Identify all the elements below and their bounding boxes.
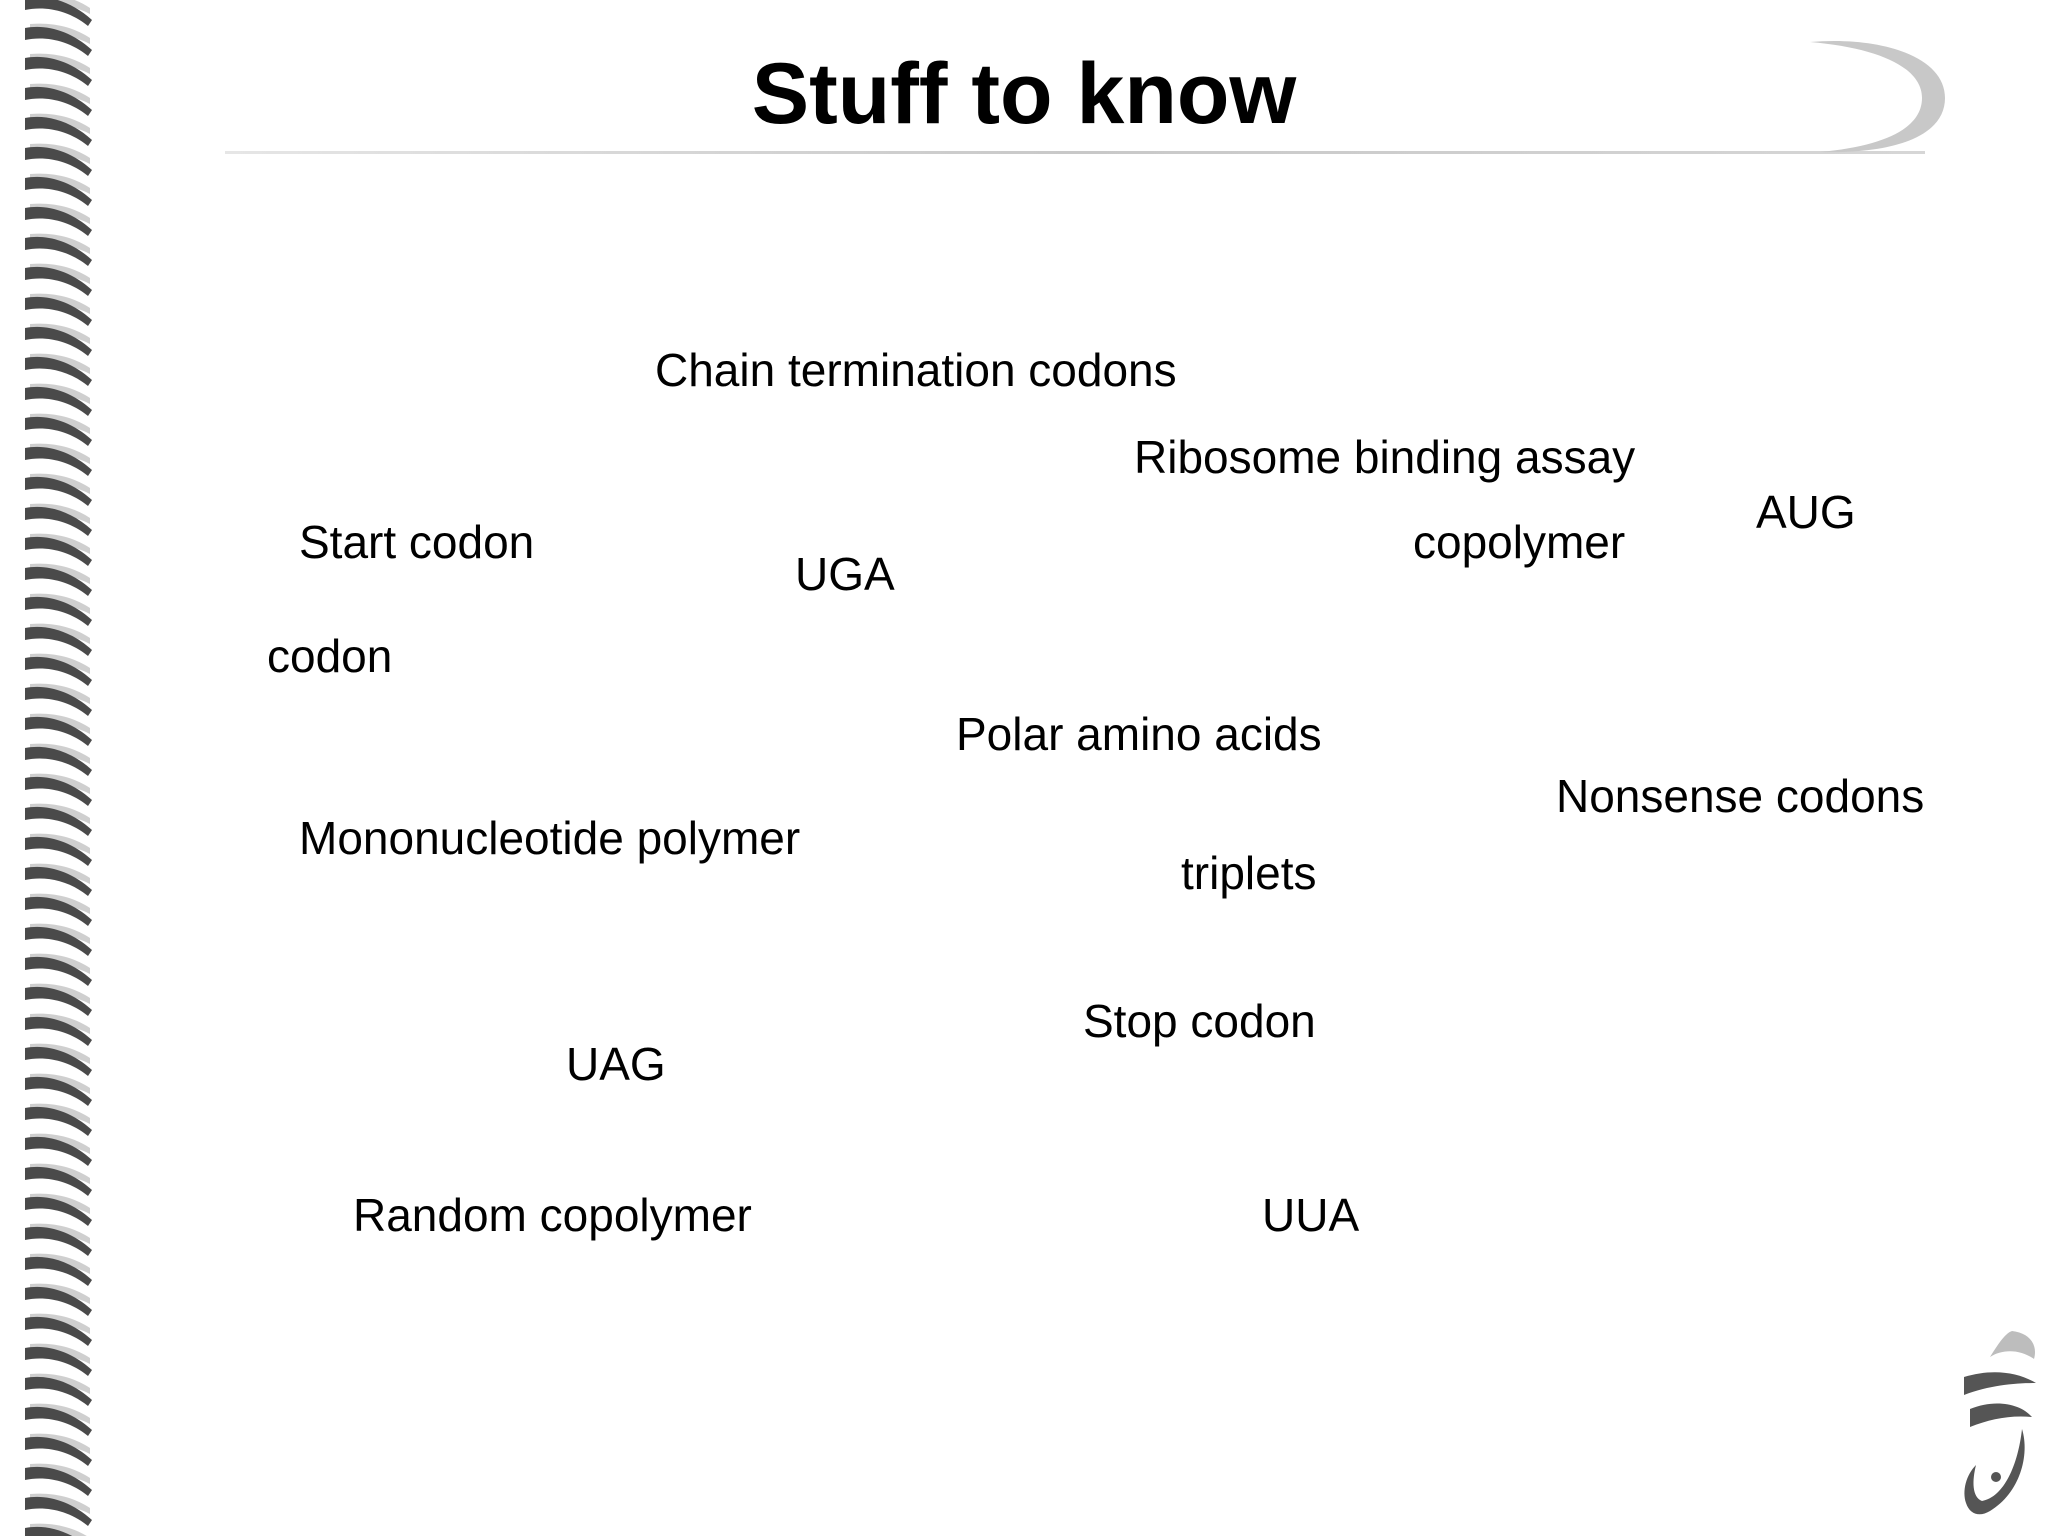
- term-uag: UAG: [566, 1038, 666, 1090]
- term-triplets: triplets: [1181, 847, 1317, 899]
- term-uua: UUA: [1262, 1189, 1360, 1241]
- term-start-codon: Start codon: [299, 516, 535, 568]
- term-chain-termination-codons: Chain termination codons: [655, 344, 1177, 396]
- term-polar-amino-acids: Polar amino acids: [956, 708, 1322, 760]
- title-divider: [225, 151, 1925, 154]
- term-mononucleotide-polymer: Mononucleotide polymer: [299, 812, 801, 864]
- term-copolymer: copolymer: [1413, 516, 1626, 568]
- term-ribosome-binding-assay: Ribosome binding assay: [1134, 431, 1636, 483]
- term-stop-codon: Stop codon: [1083, 995, 1316, 1047]
- term-uga: UGA: [795, 548, 895, 600]
- helix-logo-icon: [1964, 1331, 2036, 1515]
- term-random-copolymer: Random copolymer: [353, 1189, 752, 1241]
- term-aug: AUG: [1756, 486, 1856, 538]
- swoosh-ornament-icon: [1810, 40, 1945, 153]
- term-codon: codon: [267, 630, 393, 682]
- dna-helix-icon: [25, 0, 92, 1536]
- term-nonsense-codons: Nonsense codons: [1556, 770, 1925, 822]
- page-title: Stuff to know: [751, 46, 1297, 142]
